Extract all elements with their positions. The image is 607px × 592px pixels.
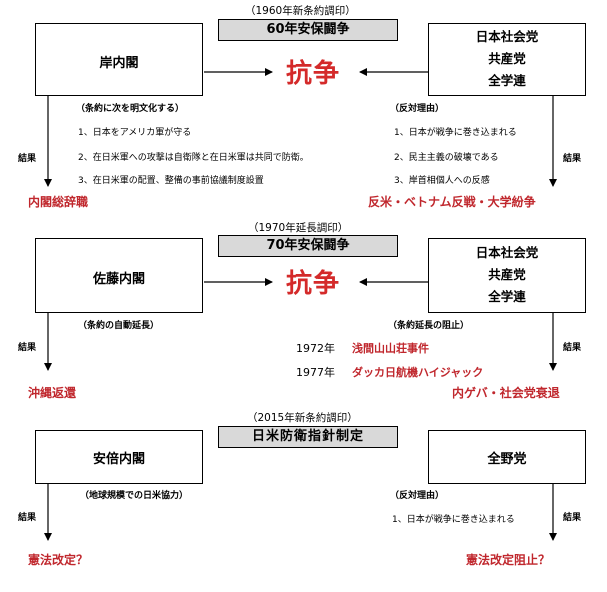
era1970-title: 70年安保闘争 (218, 235, 398, 257)
era1970-conflict: 抗争 (286, 269, 341, 299)
era1970-opp-party: 全学連 (488, 289, 526, 304)
era1970-result-label-left: 結果 (18, 343, 37, 353)
era2015-gov-result: 憲法改定？ (28, 553, 89, 567)
era2015-opp-box: 全野党 (428, 430, 586, 484)
era2015-gov-name: 安倍内閣 (92, 452, 145, 467)
era2015-opp-reason: 1、日本が戦争に巻き込まれる (392, 515, 515, 525)
era2015-result-label-left: 結果 (18, 513, 37, 523)
era1970-opp-reason-title: （条約延長の阻止） (388, 321, 470, 331)
era1960-gov-name: 岸内閣 (99, 56, 139, 71)
era2015-opp-result: 憲法改定阻止？ (466, 553, 551, 567)
era2015-caption: （2015年新条約調印） (247, 412, 358, 424)
era1970-opp-result: 内ゲバ・社会党衰退 (452, 386, 560, 400)
era1960-gov-reason: 1、日本をアメリカ軍が守る (78, 128, 192, 138)
era1960-opp-party: 日本社会党 (475, 29, 539, 44)
era1960-title: 60年安保闘争 (218, 19, 398, 41)
era1960-caption: （1960年新条約調印） (245, 5, 356, 17)
era1970-gov-box: 佐藤内閣 (35, 238, 203, 313)
era1970-caption: （1970年延長調印） (248, 222, 349, 234)
era2015-opp-reason-title: （反対理由） (390, 491, 445, 501)
era1960-conflict: 抗争 (286, 59, 341, 89)
era1960-opp-box: 日本社会党 共産党 全学連 (428, 23, 586, 96)
era1960-gov-reason: 2、在日米軍への攻撃は自衛隊と在日米軍は共同で防衛。 (78, 153, 309, 163)
era1960-opp-party: 共産党 (488, 51, 526, 66)
era1970-opp-list: 日本社会党 共産党 全学連 (429, 242, 585, 308)
era1960-opp-result: 反米・ベトナム反戦・大学紛争 (368, 195, 536, 209)
era1960-opp-party: 全学連 (488, 73, 526, 88)
era1970-event-year: 1977年 (296, 366, 335, 379)
era1960-result-label-right: 結果 (563, 154, 582, 164)
era1970-opp-party: 共産党 (488, 267, 526, 282)
era1960-opp-reason: 2、民主主義の破壊である (394, 153, 499, 163)
era2015-gov-box: 安倍内閣 (35, 430, 203, 484)
era1970-result-label-right: 結果 (563, 343, 582, 353)
era1960-gov-reason-title: （条約に次を明文化する） (76, 104, 185, 114)
era1970-gov-result: 沖縄返還 (28, 386, 77, 400)
era1960-opp-reason-title: （反対理由） (390, 104, 445, 114)
era1960-result-label-left: 結果 (18, 154, 37, 164)
era1960-gov-result: 内閣総辞職 (28, 195, 89, 209)
era2015-gov-reason-title: （地球規模での日米協力） (80, 491, 189, 501)
era1960-opp-reason: 1、日本が戦争に巻き込まれる (394, 128, 517, 138)
era2015-title: 日米防衛指針制定 (218, 426, 398, 448)
era1960-gov-box: 岸内閣 (35, 23, 203, 96)
era1970-event-year: 1972年 (296, 342, 335, 355)
era2015-result-label-right: 結果 (563, 513, 582, 523)
era1970-gov-reason-title: （条約の自動延長） (78, 321, 160, 331)
era1970-event-name: 浅間山山荘事件 (352, 342, 429, 355)
era2015-opp-name: 全野党 (487, 452, 527, 467)
era1960-opp-list: 日本社会党 共産党 全学連 (429, 26, 585, 92)
era1970-opp-box: 日本社会党 共産党 全学連 (428, 238, 586, 313)
era1960-opp-reason: 3、岸首相個人への反感 (394, 176, 490, 186)
era1970-gov-name: 佐藤内閣 (92, 272, 145, 287)
era1960-gov-reason: 3、在日米軍の配置、整備の事前協議制度設置 (78, 176, 264, 186)
era1970-opp-party: 日本社会党 (475, 245, 539, 260)
era1970-event-name: ダッカ日航機ハイジャック (352, 366, 484, 379)
